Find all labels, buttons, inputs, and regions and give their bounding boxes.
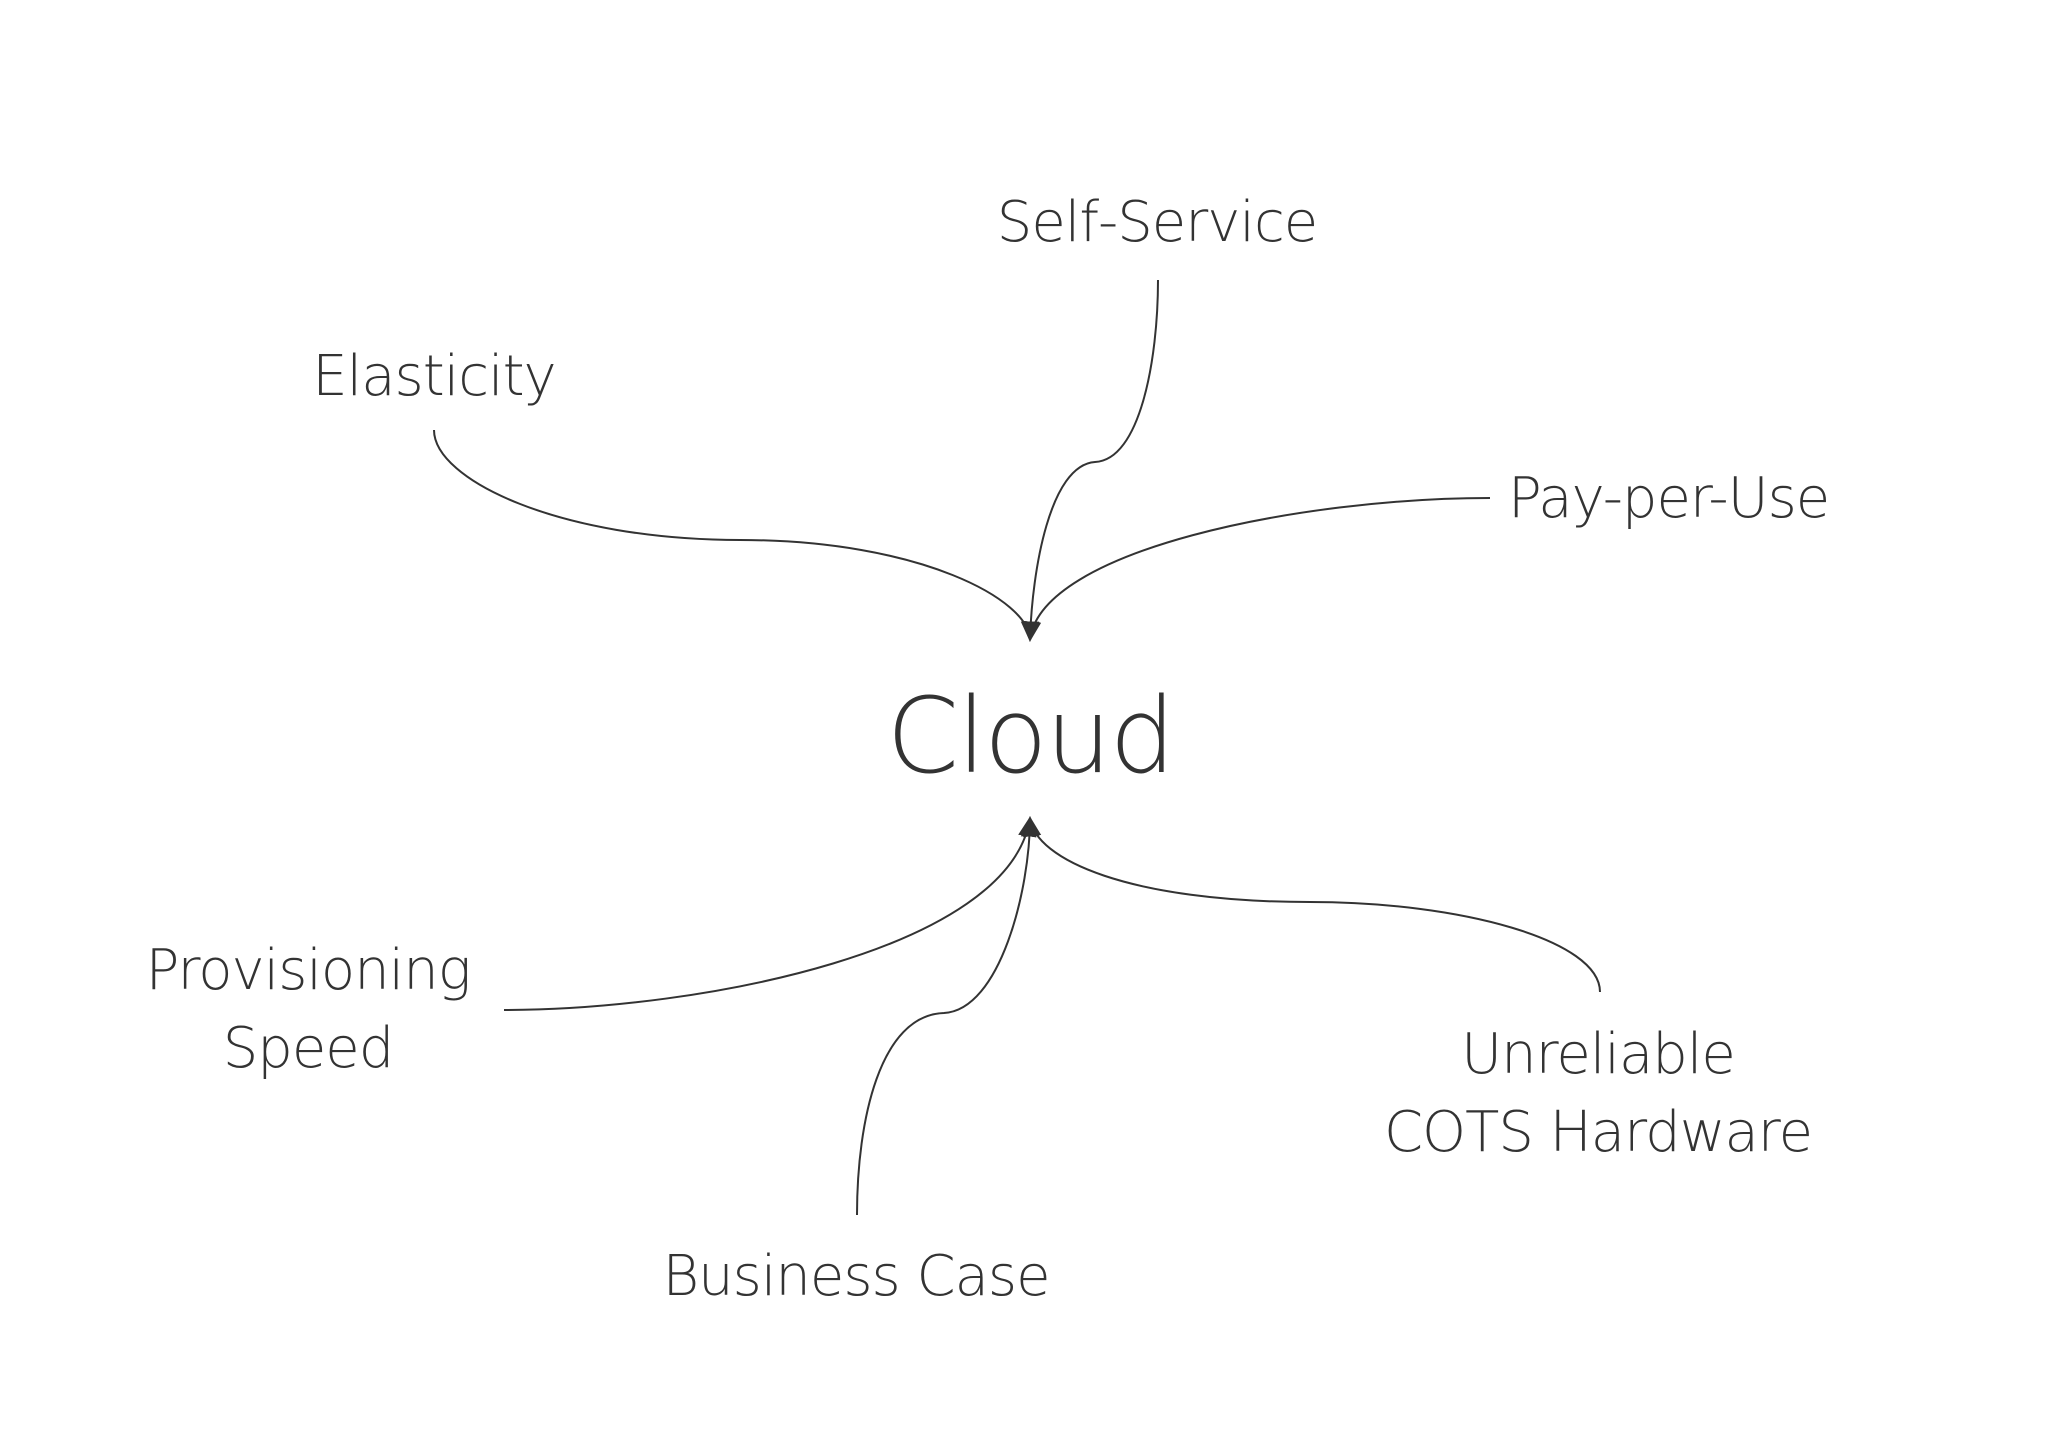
self-service-label: Self-Service — [996, 190, 1318, 255]
self-service-arrow — [1021, 279, 1159, 642]
elasticity-arrow — [433, 429, 1040, 642]
pay-per-use-label: Pay-per-Use — [1508, 466, 1830, 531]
elasticity-label: Elasticity — [312, 344, 556, 409]
cloud-label: Cloud — [886, 675, 1175, 797]
unreliable-cots-hardware-line-1: Unreliable — [1461, 1022, 1736, 1087]
provisioning-speed-line-1: Provisioning — [145, 938, 472, 1003]
pay-per-use-arrow — [1022, 497, 1491, 642]
business-case-arrow — [856, 816, 1040, 1216]
business-case-label: Business Case — [662, 1244, 1050, 1309]
provisioning-speed-label: Provisioning Speed — [145, 932, 472, 1088]
unreliable-cots-hardware-line-2: COTS Hardware — [1383, 1100, 1813, 1165]
unreliable-cots-hardware-label: Unreliable COTS Hardware — [1383, 1016, 1813, 1172]
unreliable-cots-hardware-arrow — [1023, 816, 1601, 993]
provisioning-speed-arrow — [503, 816, 1037, 1011]
provisioning-speed-line-2: Speed — [222, 1016, 395, 1081]
